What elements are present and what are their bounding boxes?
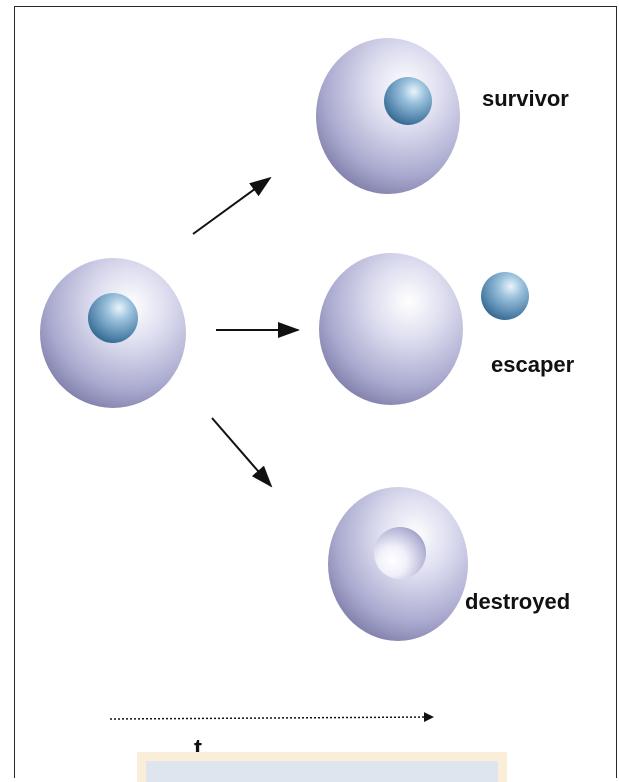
escaper-halo-and-core xyxy=(319,253,529,405)
survivor-core xyxy=(384,77,432,125)
time-axis-arrow xyxy=(110,717,432,719)
survivor-halo xyxy=(316,38,460,194)
initial-halo-with-core xyxy=(40,258,186,408)
escaped-core xyxy=(481,272,529,320)
destroyed-label: destroyed xyxy=(465,589,570,614)
destroyed-halo-with-remnant xyxy=(328,487,468,641)
arrow-to-survivor xyxy=(193,178,270,234)
survivor-label: survivor xyxy=(482,86,569,111)
escaper-label: escaper xyxy=(491,352,575,377)
arrow-to-destroyed xyxy=(212,418,271,486)
survivor-halo-with-core xyxy=(316,38,460,194)
destroyed-core-remnant xyxy=(374,527,426,579)
caption-box-inner xyxy=(146,761,498,782)
escaper-halo xyxy=(319,253,463,405)
initial-core xyxy=(88,293,138,343)
